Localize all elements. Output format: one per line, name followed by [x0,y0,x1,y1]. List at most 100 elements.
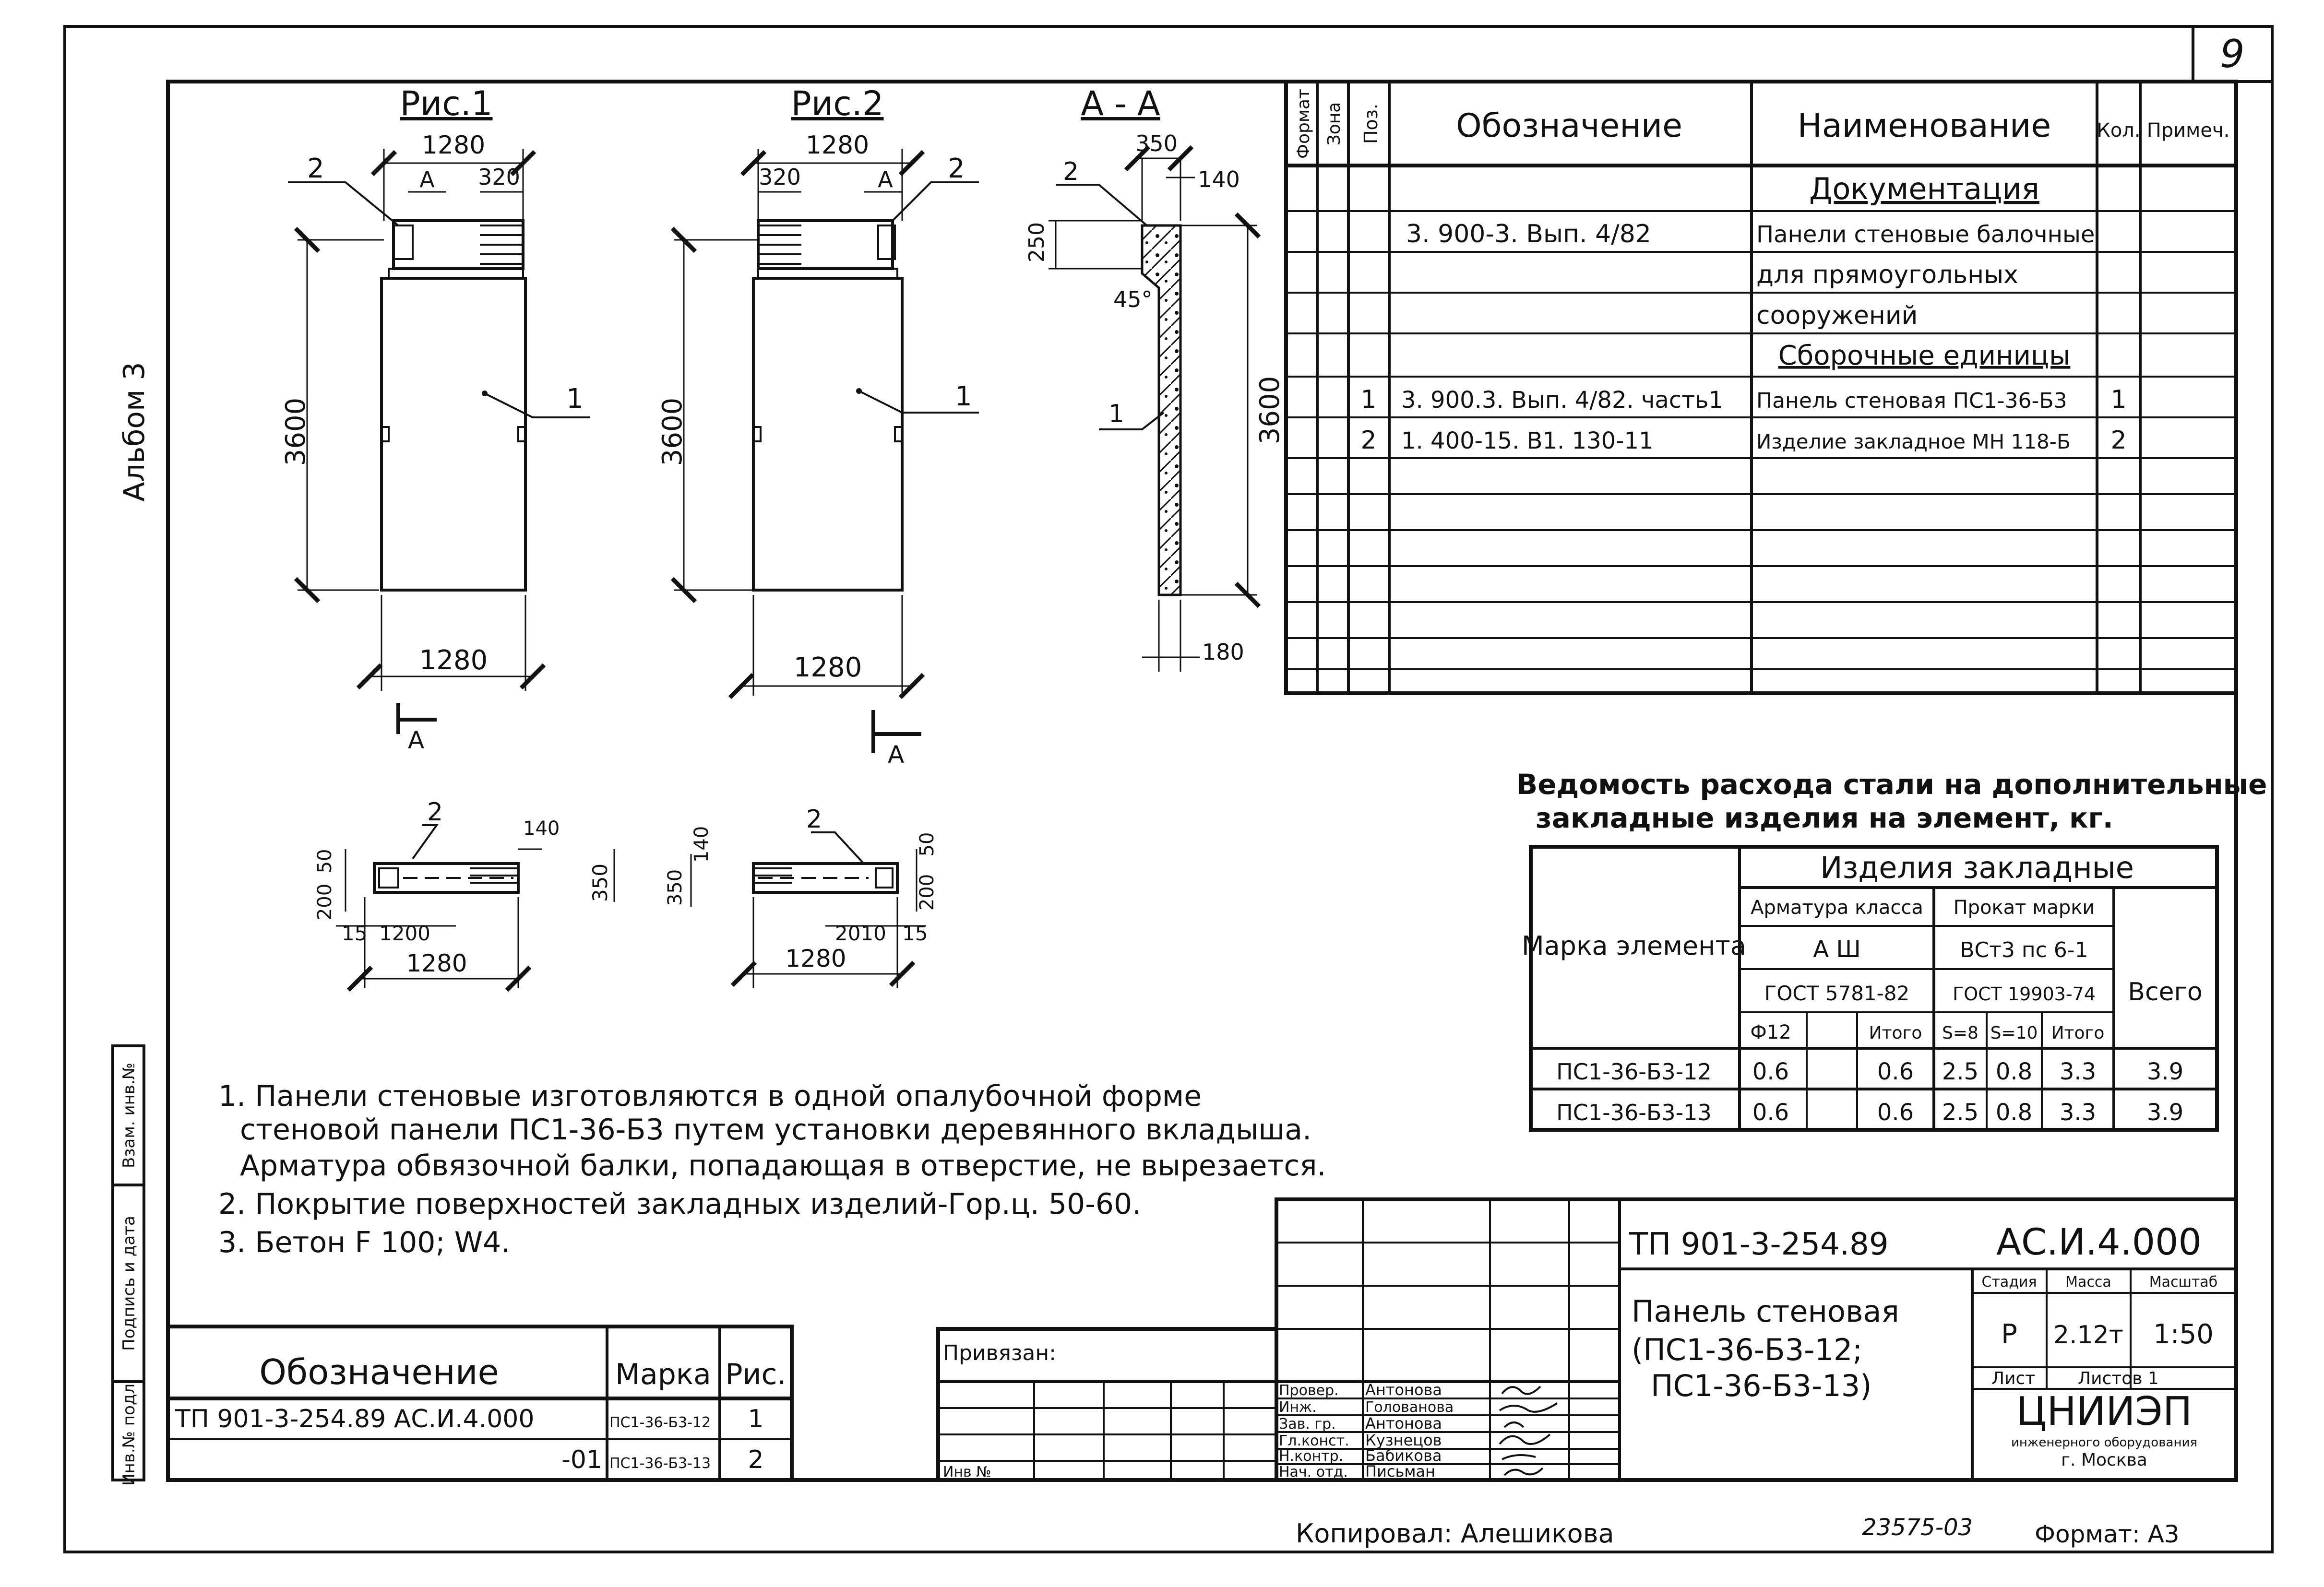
notes: 1. Панели стеновые изготовляются в одной… [218,1079,1326,1259]
signature-1 [1499,1402,1558,1413]
spec-row-5-pos: 1 [1360,385,1376,414]
person-2-role: Зав. гр. [1279,1416,1336,1433]
figure-1: Рис.1 1280 320 А 2 1 3600 [280,84,590,754]
fig2-section-mark: А [888,741,904,769]
variants-h-designation: Обозначение [259,1352,499,1392]
variants-row-1-designation: -01 [561,1445,602,1474]
footer-number: 23575-03 [1862,1514,1973,1541]
note-line-4: 2. Покрытие поверхностей закладных издел… [218,1187,1141,1221]
fig1-section-label: А [419,166,435,192]
note-line-3: Арматура обвязочной балки, попадающая в … [240,1149,1326,1183]
spec-row-6-qty: 2 [2110,426,2126,455]
left-margin-strip [111,1044,145,1481]
spec-h-format: Формат [1294,89,1313,159]
variants-h-mark: Марка [615,1358,711,1391]
title-line-2: (ПС1-36-Б3-12; [1632,1332,1862,1367]
title-h-sheets: Листов 1 [2078,1369,2159,1388]
margin-sign-date: Подпись и дата [119,1216,139,1351]
steel-row-0-s10: 0.8 [1996,1058,2032,1085]
steel-h-mark: Марка элемента [1522,931,1746,961]
figA-dim-140: 140 [1198,166,1240,192]
plan2-callout-2: 2 [806,805,822,834]
spec-row-1-designation: 3. 900-3. Вып. 4/82 [1406,220,1651,249]
spec-row-4-name: Сборочные единицы [1778,340,2071,371]
plan1-d1200: 1200 [379,922,430,945]
spec-row-3-name: сооружений [1756,301,1918,330]
steel-row-1-d12: 0.6 [1752,1099,1789,1126]
steel-row-1-it2: 3.3 [2060,1099,2096,1126]
note-line-5: 3. Бетон F 100; W4. [218,1226,510,1259]
inv-label: Инв № [943,1464,991,1480]
title-org-sub1: инженерного оборудования [2011,1435,2197,1450]
steel-h-rolled-mark: ВСт3 пс 6-1 [1960,938,2088,962]
figA-dim-250: 250 [1025,222,1049,262]
spec-h-qty: Кол. [2097,119,2140,142]
fig2-callout-2: 2 [948,153,965,184]
title-org: ЦНИИЭП [2016,1389,2193,1434]
variants-row-0-designation: ТП 901-3-254.89 АС.И.4.000 [175,1405,534,1433]
spec-row-6-designation: 1. 400-15. В1. 130-11 [1401,427,1654,454]
figure-2: Рис.2 1280 320 А 2 1 3600 1280 А [657,84,979,769]
fig1-width-top: 1280 [422,131,485,160]
steel-row-1-total: 3.9 [2147,1099,2183,1126]
signature-3 [1499,1433,1551,1445]
spec-table: Формат Зона Поз. Обозначение Наименовани… [1284,80,2238,695]
album-label: Альбом 3 [118,362,151,502]
plan-view-1: 2 50 200 140 350 15 1200 1280 [314,798,615,992]
steel-row-0-total: 3.9 [2147,1058,2183,1085]
plan1-d1280: 1280 [406,949,467,977]
fig1-width-bottom: 1280 [419,645,488,676]
steel-h-items: Изделия закладные [1820,850,2134,885]
fig2-callout-1: 1 [955,381,972,412]
title-h-mass: Масса [2065,1274,2111,1291]
steel-row-1-s10: 0.8 [1996,1099,2032,1126]
spec-row-6-pos: 2 [1360,426,1376,455]
steel-h-s8: S=8 [1942,1023,1978,1043]
title-h-scale: Масштаб [2149,1274,2218,1291]
spec-row-5-name: Панель стеновая ПС1-36-Б3 [1756,389,2067,413]
steel-table: Ведомость расхода стали на дополнительны… [1516,768,2267,1132]
spec-row-6-name: Изделие закладное МН 118-Б [1756,430,2071,453]
fig1-title: Рис.1 [400,84,493,123]
fig2-width-bottom: 1280 [794,652,862,683]
footer-format: Формат: А3 [2035,1520,2180,1548]
person-3-role: Гл.конст. [1279,1433,1349,1449]
fig2-height: 3600 [657,398,688,466]
person-2-name: Антонова [1365,1414,1442,1433]
person-5-role: Нач. отд. [1279,1464,1348,1480]
sheet-number: 9 [2220,32,2245,76]
steel-h-rebar-gost: ГОСТ 5781-82 [1764,982,1910,1005]
steel-row-0-d12: 0.6 [1752,1058,1789,1085]
title-org-sub2: г. Москва [2061,1450,2147,1470]
person-4-role: Н.контр. [1279,1448,1343,1465]
title-line-3: ПС1-36-Б3-13) [1651,1368,1871,1403]
steel-row-1-s8: 2.5 [1942,1099,1978,1126]
spec-h-designation: Обозначение [1456,107,1682,145]
steel-h-itogo2: Итого [2051,1023,2105,1043]
plan-view-2: 2 140 350 50 200 2010 15 1280 [664,805,938,988]
steel-row-1-it1: 0.6 [1877,1099,1914,1126]
title-h-stage: Стадия [1981,1274,2037,1291]
signature-4 [1502,1454,1536,1460]
plan1-d15: 15 [342,922,367,945]
steel-h-rebar-class: А Ш [1813,936,1860,963]
spec-row-2-name: для прямоугольных [1756,261,2018,289]
binding-label: Привязан: [943,1341,1056,1365]
plan2-d140: 140 [691,826,713,863]
plan2-d200: 200 [916,874,938,911]
plan2-d50: 50 [916,832,938,857]
title-mass: 2.12т [2053,1321,2123,1350]
title-scale: 1:50 [2153,1319,2214,1350]
spec-row-5-designation: 3. 900.3. Вып. 4/82. часть1 [1401,387,1723,414]
steel-h-d12: Ф12 [1750,1021,1791,1043]
plan1-callout-2: 2 [427,798,443,827]
plan1-d140: 140 [523,817,560,840]
steel-row-0-it1: 0.6 [1877,1058,1914,1085]
person-0-role: Провер. [1279,1382,1339,1399]
plan1-d50: 50 [314,849,336,874]
spec-h-name: Наименование [1798,107,2051,145]
variants-h-fig: Рис. [725,1358,786,1391]
binding-block: Привязан: Инв № [936,1327,1278,1482]
fig1-callout-1: 1 [566,383,584,415]
